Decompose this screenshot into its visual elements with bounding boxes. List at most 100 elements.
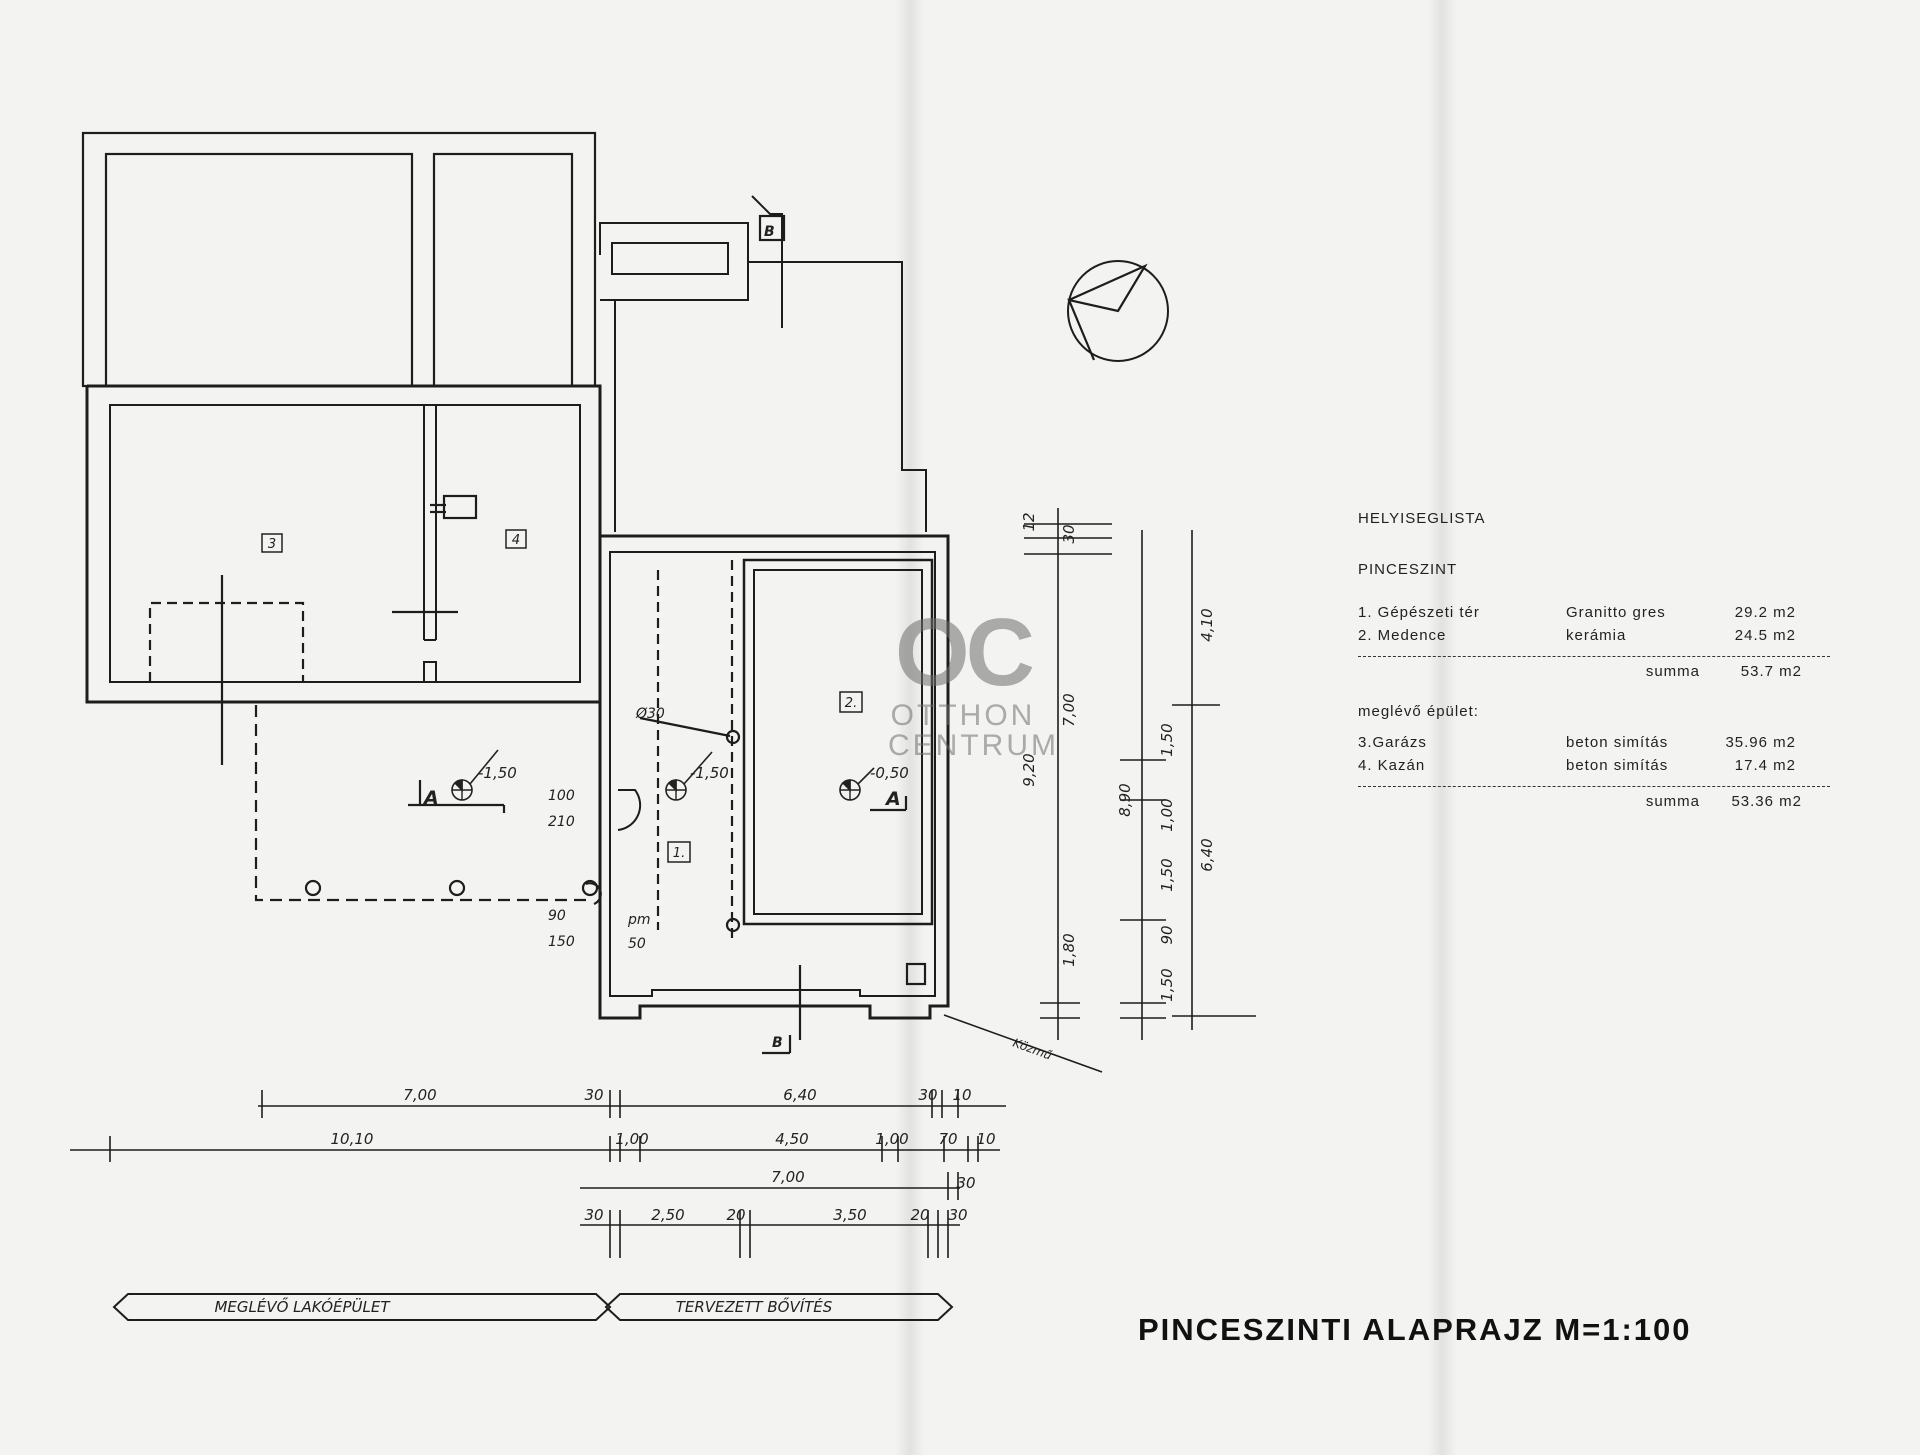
sum-label: summa [1645,793,1700,810]
window-label-pm: pm [627,912,651,928]
dim-v-7-00: 7,00 [1060,693,1078,726]
room-area: 35.96 m2 [1725,734,1796,751]
small-door [585,880,602,906]
level-label-2: -1,50 [690,764,729,782]
dim-h-70: 70 [938,1130,957,1148]
terrace-outline [254,705,593,902]
section-letter-A-right: A [884,788,901,810]
section-letter-A-left: A [422,787,439,809]
section-letter-B-top: B [764,224,775,240]
dim-h-30-e: 30 [948,1206,967,1224]
dim-v-1-50-a: 1,50 [1158,723,1176,756]
room-area: 24.5 m2 [1734,627,1796,644]
room-material: Granitto gres [1566,604,1666,621]
dim-h-30-a: 30 [584,1086,603,1104]
dim-v-1-80: 1,80 [1060,933,1078,966]
banner-existing-building: MEGLÉVŐ LAKÓÉPÜLET [112,1293,612,1321]
room-tag-3: 3 [268,537,276,552]
section-B-tag-top [758,214,786,242]
svg-text:TERVEZETT BŐVÍTÉS: TERVEZETT BŐVÍTÉS [676,1296,833,1316]
watermark-logo: OC [895,599,1035,706]
room-row: 1. Gépészeti tér Granitto gres 29.2 m2 [1358,604,1838,627]
north-arrow [1067,263,1148,361]
room-name: 3.Garázs [1358,734,1427,751]
room-material: beton simítás [1566,757,1669,774]
room-material: kerámia [1566,627,1627,644]
banner-planned-extension: TERVEZETT BŐVÍTÉS [604,1293,954,1321]
dim-h-6-40: 6,40 [783,1086,816,1104]
section-A-right-mark [870,796,908,812]
kozmu-line [943,1014,1103,1073]
stair-symbol [442,494,478,520]
sum-value: 53.7 m2 [1740,663,1802,680]
dim-h-4-50: 4,50 [775,1130,808,1148]
dim-v-90: 90 [1158,925,1176,944]
level-label-3: -0,50 [870,764,909,782]
column-1 [304,879,322,897]
small-door-width: 90 [548,908,566,924]
drawing-title: PINCESZINTI ALAPRAJZ M=1:100 [1138,1312,1692,1347]
level-label-1: -1,50 [478,764,517,782]
annex-outer [81,131,597,388]
room-area: 17.4 m2 [1734,757,1796,774]
watermark-line2: CENTRUM [888,729,1059,762]
dim-h-1-00-b: 1,00 [875,1130,908,1148]
dim-h-10-a: 10 [952,1086,971,1104]
dim-h-3-50: 3,50 [833,1206,866,1224]
north-arrow-circle [1067,260,1169,362]
dim-v-1-50-c: 1,50 [1158,968,1176,1001]
kozmu-box [905,962,927,986]
room-list: HELYISEGLISTA PINCESZINT 1. Gépészeti té… [1358,510,1838,817]
watermark-line1: OTTHON [890,699,1036,732]
room-row: 2. Medence kerámia 24.5 m2 [1358,627,1838,650]
room-row: 4. Kazán beton simítás 17.4 m2 [1358,757,1838,780]
pipe-diameter-label: Ø30 [635,706,665,722]
kozmu-label: Közmű [1011,1036,1054,1063]
dim-v-9-20: 9,20 [1020,753,1038,786]
otthon-centrum-watermark: OC OTTHON CENTRUM [888,599,1059,762]
door-height-label: 210 [548,814,575,830]
pool-inner [753,569,923,915]
dim-h-30-c: 30 [956,1174,975,1192]
dim-v-12: 12 [1020,512,1038,531]
pool-outer [742,558,934,926]
dim-h-7-00: 7,00 [403,1086,436,1104]
room-material: beton simítás [1566,734,1669,751]
door-swing [617,789,642,831]
dim-v-1-50-b: 1,50 [1158,858,1176,891]
sum-row: summa 53.36 m2 [1358,793,1838,817]
extension-inner-wall [609,551,936,997]
room-tag-2: 2. [845,696,857,711]
room-divider-wall [423,405,437,682]
existing-building-title: meglévő épület: [1358,703,1479,720]
annex-room-left [104,152,414,388]
room-name: 2. Medence [1358,627,1447,644]
room-row: 3.Garázs beton simítás 35.96 m2 [1358,734,1838,757]
dim-h-30-d: 30 [584,1206,603,1224]
svg-text:MEGLÉVŐ LAKÓÉPÜLET: MEGLÉVŐ LAKÓÉPÜLET [214,1296,391,1316]
room-area: 29.2 m2 [1734,604,1796,621]
stair-arrow [751,195,783,328]
dim-h-10-10: 10,10 [331,1130,374,1148]
extension-outer-wall [598,534,950,1020]
courtyard-wall [614,261,927,532]
paper-fold-2 [1428,0,1456,1455]
existing-building-outer-wall [85,384,602,704]
section-letter-B-bottom: B [772,1035,783,1051]
dim-h-1-00-a: 1,00 [615,1130,648,1148]
dim-v-8-90: 8,90 [1116,783,1134,816]
window-label-50: 50 [628,936,646,952]
dim-h-10-b: 10 [976,1130,995,1148]
garage-door-frame [148,601,305,682]
dim-h-2-50: 2,50 [651,1206,684,1224]
annex-room-right [432,152,574,388]
door-width-label: 100 [548,788,575,804]
section-A-left-mark [408,780,506,813]
divider [1358,656,1830,657]
column-3 [581,879,599,897]
dim-v-4-10: 4,10 [1198,608,1216,641]
courtyard-outline [599,222,749,301]
small-door-height: 150 [548,934,575,950]
